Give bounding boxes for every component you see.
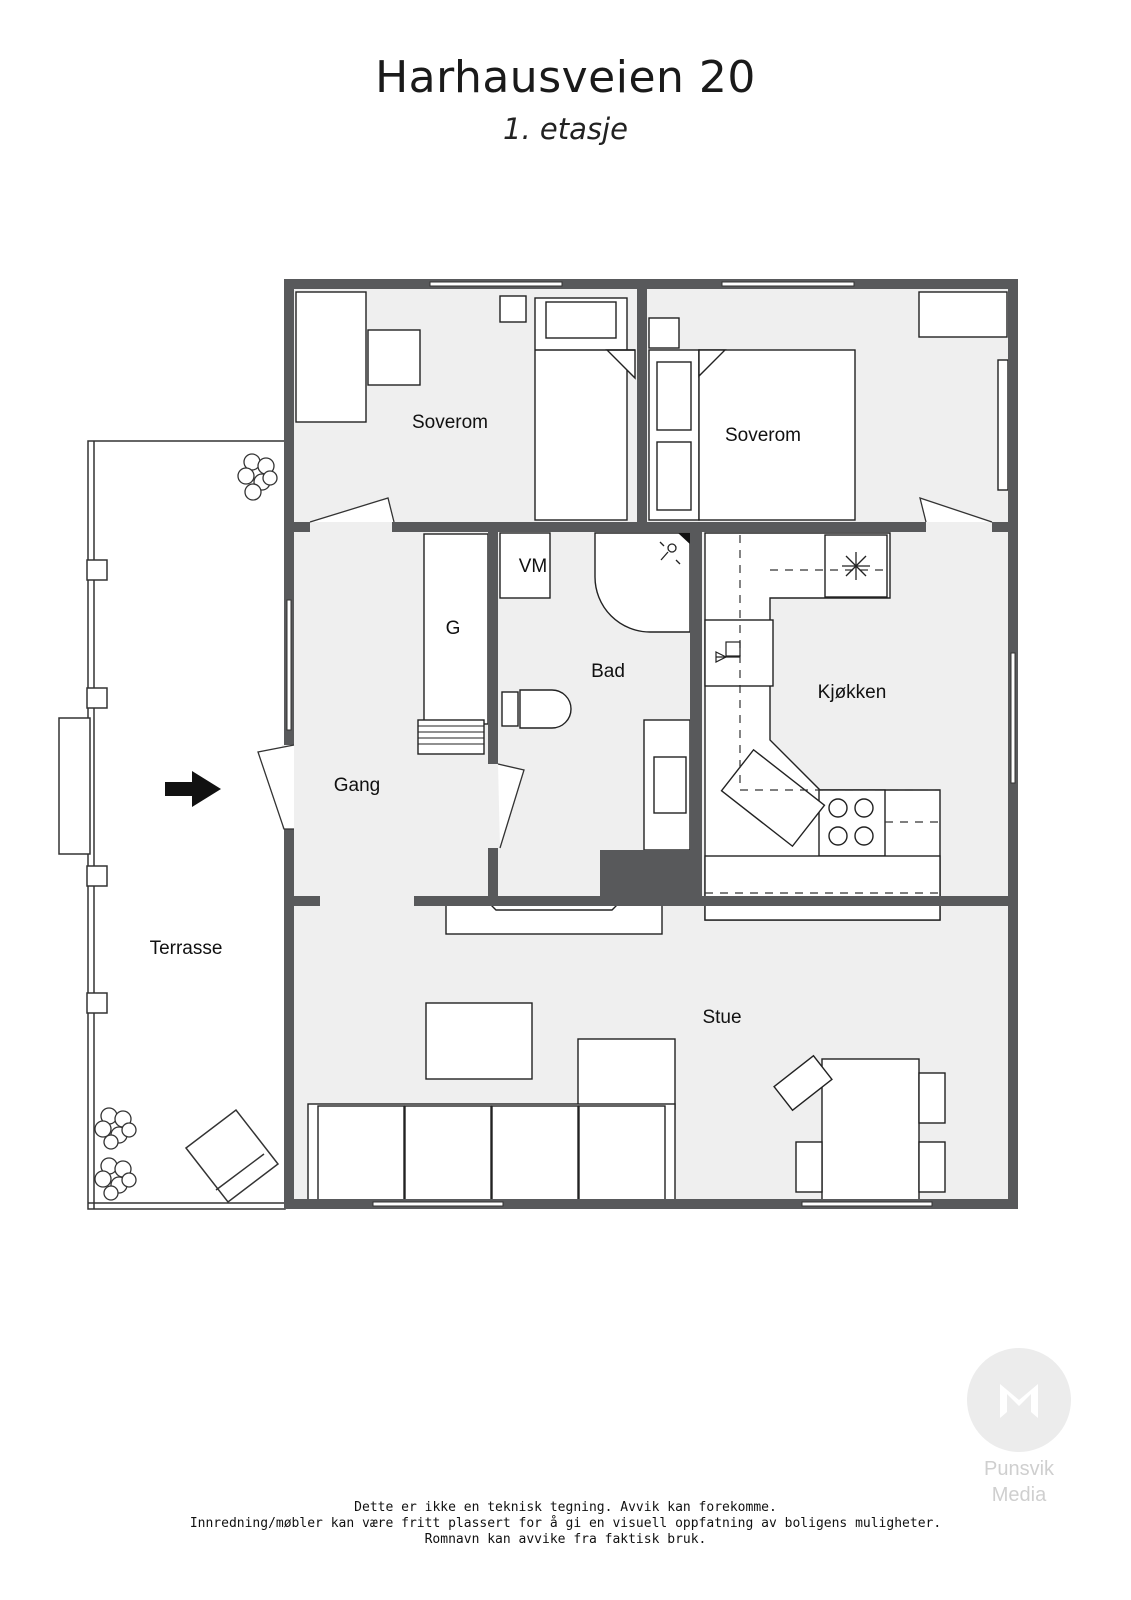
bed	[698, 349, 856, 521]
disclaimer-line-3: Romnavn kan avvike fra faktisk bruk.	[424, 1532, 707, 1547]
chair	[773, 1054, 833, 1112]
chair	[367, 329, 421, 386]
disclaimer: Dette er ikke en teknisk tegning. Avvik …	[0, 1500, 1131, 1548]
dishwasher	[704, 619, 774, 687]
furniture	[295, 291, 1009, 1203]
lounge-chair	[184, 1108, 280, 1204]
logo-name-line-2: Media	[991, 1484, 1047, 1506]
room-label-stue: Stue	[702, 1007, 741, 1028]
chair	[918, 1141, 946, 1193]
disclaimer-line-2: Innredning/møbler kan være fritt plasser…	[189, 1516, 942, 1531]
coffee-table	[425, 1002, 533, 1080]
logo-name-line-1: Punsvik	[983, 1458, 1055, 1480]
doors	[257, 497, 993, 908]
floor-label: 1. etasje	[503, 112, 628, 146]
room-label-soverom-2: Soverom	[725, 425, 801, 446]
chair	[795, 1141, 823, 1193]
plant-icon	[237, 453, 278, 501]
disclaimer-line-1: Dette er ikke en teknisk tegning. Avvik …	[354, 1500, 777, 1515]
plan-title: Harhausveien 20	[375, 52, 756, 103]
faucet-icon	[715, 641, 741, 663]
plant-icon	[94, 1107, 137, 1150]
kitchen-sink	[720, 748, 826, 848]
dining-table	[821, 1058, 920, 1203]
toilet	[519, 689, 572, 729]
sofa-chaise	[577, 1038, 676, 1110]
chair	[918, 1072, 946, 1124]
brand-logo: Punsvik Media	[966, 1348, 1072, 1508]
desk	[295, 291, 367, 423]
room-label-terrasse: Terrasse	[150, 938, 223, 959]
room-label-vaskemaskin: VM	[519, 556, 548, 577]
shower	[594, 532, 691, 633]
nightstand	[499, 295, 527, 323]
room-label-gang: Gang	[334, 775, 380, 796]
terrace	[58, 440, 286, 1210]
washing-machine	[499, 532, 551, 599]
kitchen-island	[704, 855, 941, 921]
desk	[918, 291, 1008, 338]
entrance-arrow-icon	[165, 771, 221, 807]
room-label-soverom-1: Soverom	[412, 412, 488, 433]
fan-icon	[842, 552, 870, 580]
nightstand	[648, 317, 680, 349]
room-label-kjokken: Kjøkken	[818, 682, 887, 703]
plant-icon	[94, 1157, 137, 1201]
shower-head-icon	[659, 541, 681, 565]
room-label-bad: Bad	[591, 661, 625, 682]
logo-mark-icon	[967, 1348, 1071, 1452]
stove	[818, 789, 886, 857]
room-label-garderobe: G	[446, 618, 461, 639]
